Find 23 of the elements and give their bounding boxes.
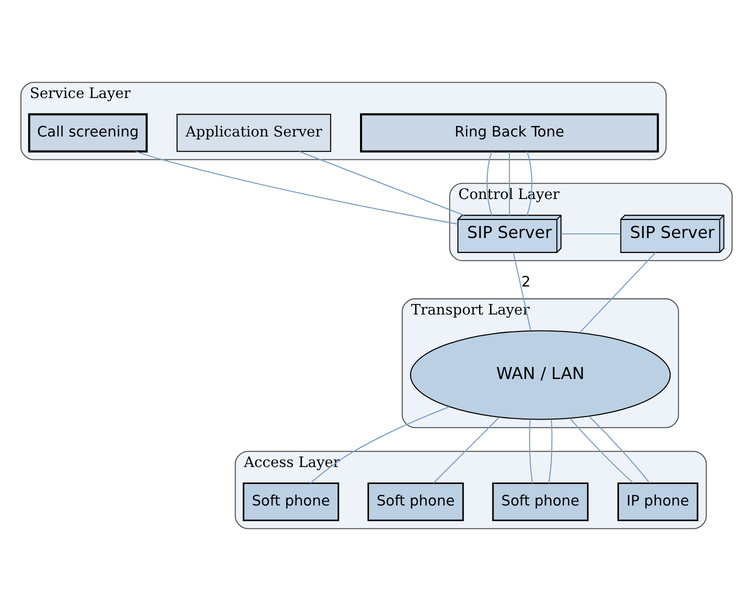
connector bbox=[310, 406, 450, 484]
connector bbox=[526, 151, 532, 216]
connector bbox=[512, 252, 532, 331]
connector bbox=[569, 418, 634, 484]
connector bbox=[548, 419, 552, 484]
connector bbox=[579, 252, 656, 334]
node-box: Soft phone bbox=[367, 482, 464, 522]
node-box: Application Server bbox=[176, 114, 332, 152]
node-ellipse: WAN / LAN bbox=[410, 330, 671, 420]
connector bbox=[561, 233, 621, 234]
connector bbox=[433, 416, 500, 484]
node-box: Soft phone bbox=[242, 482, 340, 522]
connector bbox=[299, 151, 464, 216]
node-box: Call screening bbox=[28, 113, 148, 152]
connector bbox=[529, 419, 534, 484]
node-box: IP phone bbox=[617, 482, 698, 522]
node-box: Ring Back Tone bbox=[360, 113, 659, 152]
edge-label: 2 bbox=[521, 274, 531, 291]
node-box: Soft phone bbox=[492, 482, 589, 522]
connector bbox=[508, 152, 510, 216]
connector bbox=[135, 150, 458, 225]
connector bbox=[486, 151, 492, 216]
connector bbox=[588, 416, 650, 484]
